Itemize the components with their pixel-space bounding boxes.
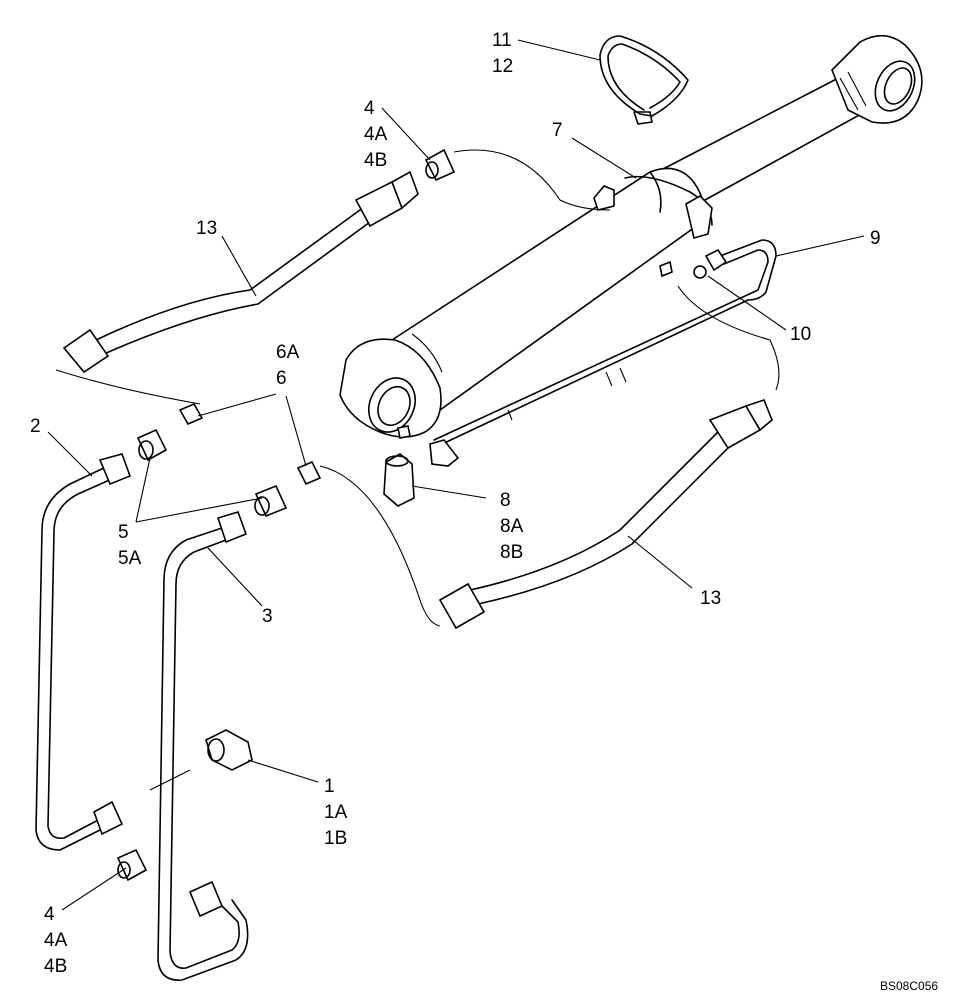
label-8: 8 [500,490,511,511]
adapter-5-b [254,484,288,518]
label-2: 2 [30,416,41,437]
nut-6-a [178,402,204,426]
label-9: 9 [870,228,881,249]
label-11: 11 [492,30,512,51]
label-1B: 1B [324,828,347,849]
part-labels: 11 12 4 4A 4B 7 13 9 10 6A 6 2 5 5A 3 8 … [30,30,881,977]
tube-2 [35,453,132,851]
leader-lines [47,39,865,911]
label-4B-top: 4B [364,150,387,171]
label-3: 3 [262,606,273,627]
label-6A: 6A [276,342,300,363]
label-4B-bottom: 4B [44,956,67,977]
label-4-bottom: 4 [44,904,55,925]
label-13-upper: 13 [196,218,217,239]
nut-6-b [296,460,322,486]
label-8A: 8A [500,516,524,537]
label-10: 10 [790,324,811,345]
label-13-lower: 13 [700,588,721,609]
tube-3 [157,511,249,981]
label-7: 7 [552,120,563,141]
label-12: 12 [492,56,513,77]
elbow-fitting-1 [205,729,253,771]
adapter-4-top [424,148,456,182]
label-4A-top: 4A [364,124,388,145]
hose-13-lower [319,285,780,630]
elbow-fitting-8 [383,453,415,507]
hydraulic-cylinder [339,34,923,439]
adapter-4-bottom [116,848,148,882]
tube-9 [429,239,777,467]
hose-13-upper [55,149,611,405]
label-8B: 8B [500,542,523,563]
drawing-code: BS08C056 [880,979,938,993]
o-ring-10 [693,265,707,279]
hose-clamp [599,35,689,125]
adapter-5-a [136,428,168,462]
label-6: 6 [276,368,287,389]
label-4-top: 4 [364,98,375,119]
label-1: 1 [324,776,335,797]
label-4A-bottom: 4A [44,930,68,951]
label-5A: 5A [118,548,142,569]
label-5: 5 [118,522,129,543]
label-1A: 1A [324,802,348,823]
